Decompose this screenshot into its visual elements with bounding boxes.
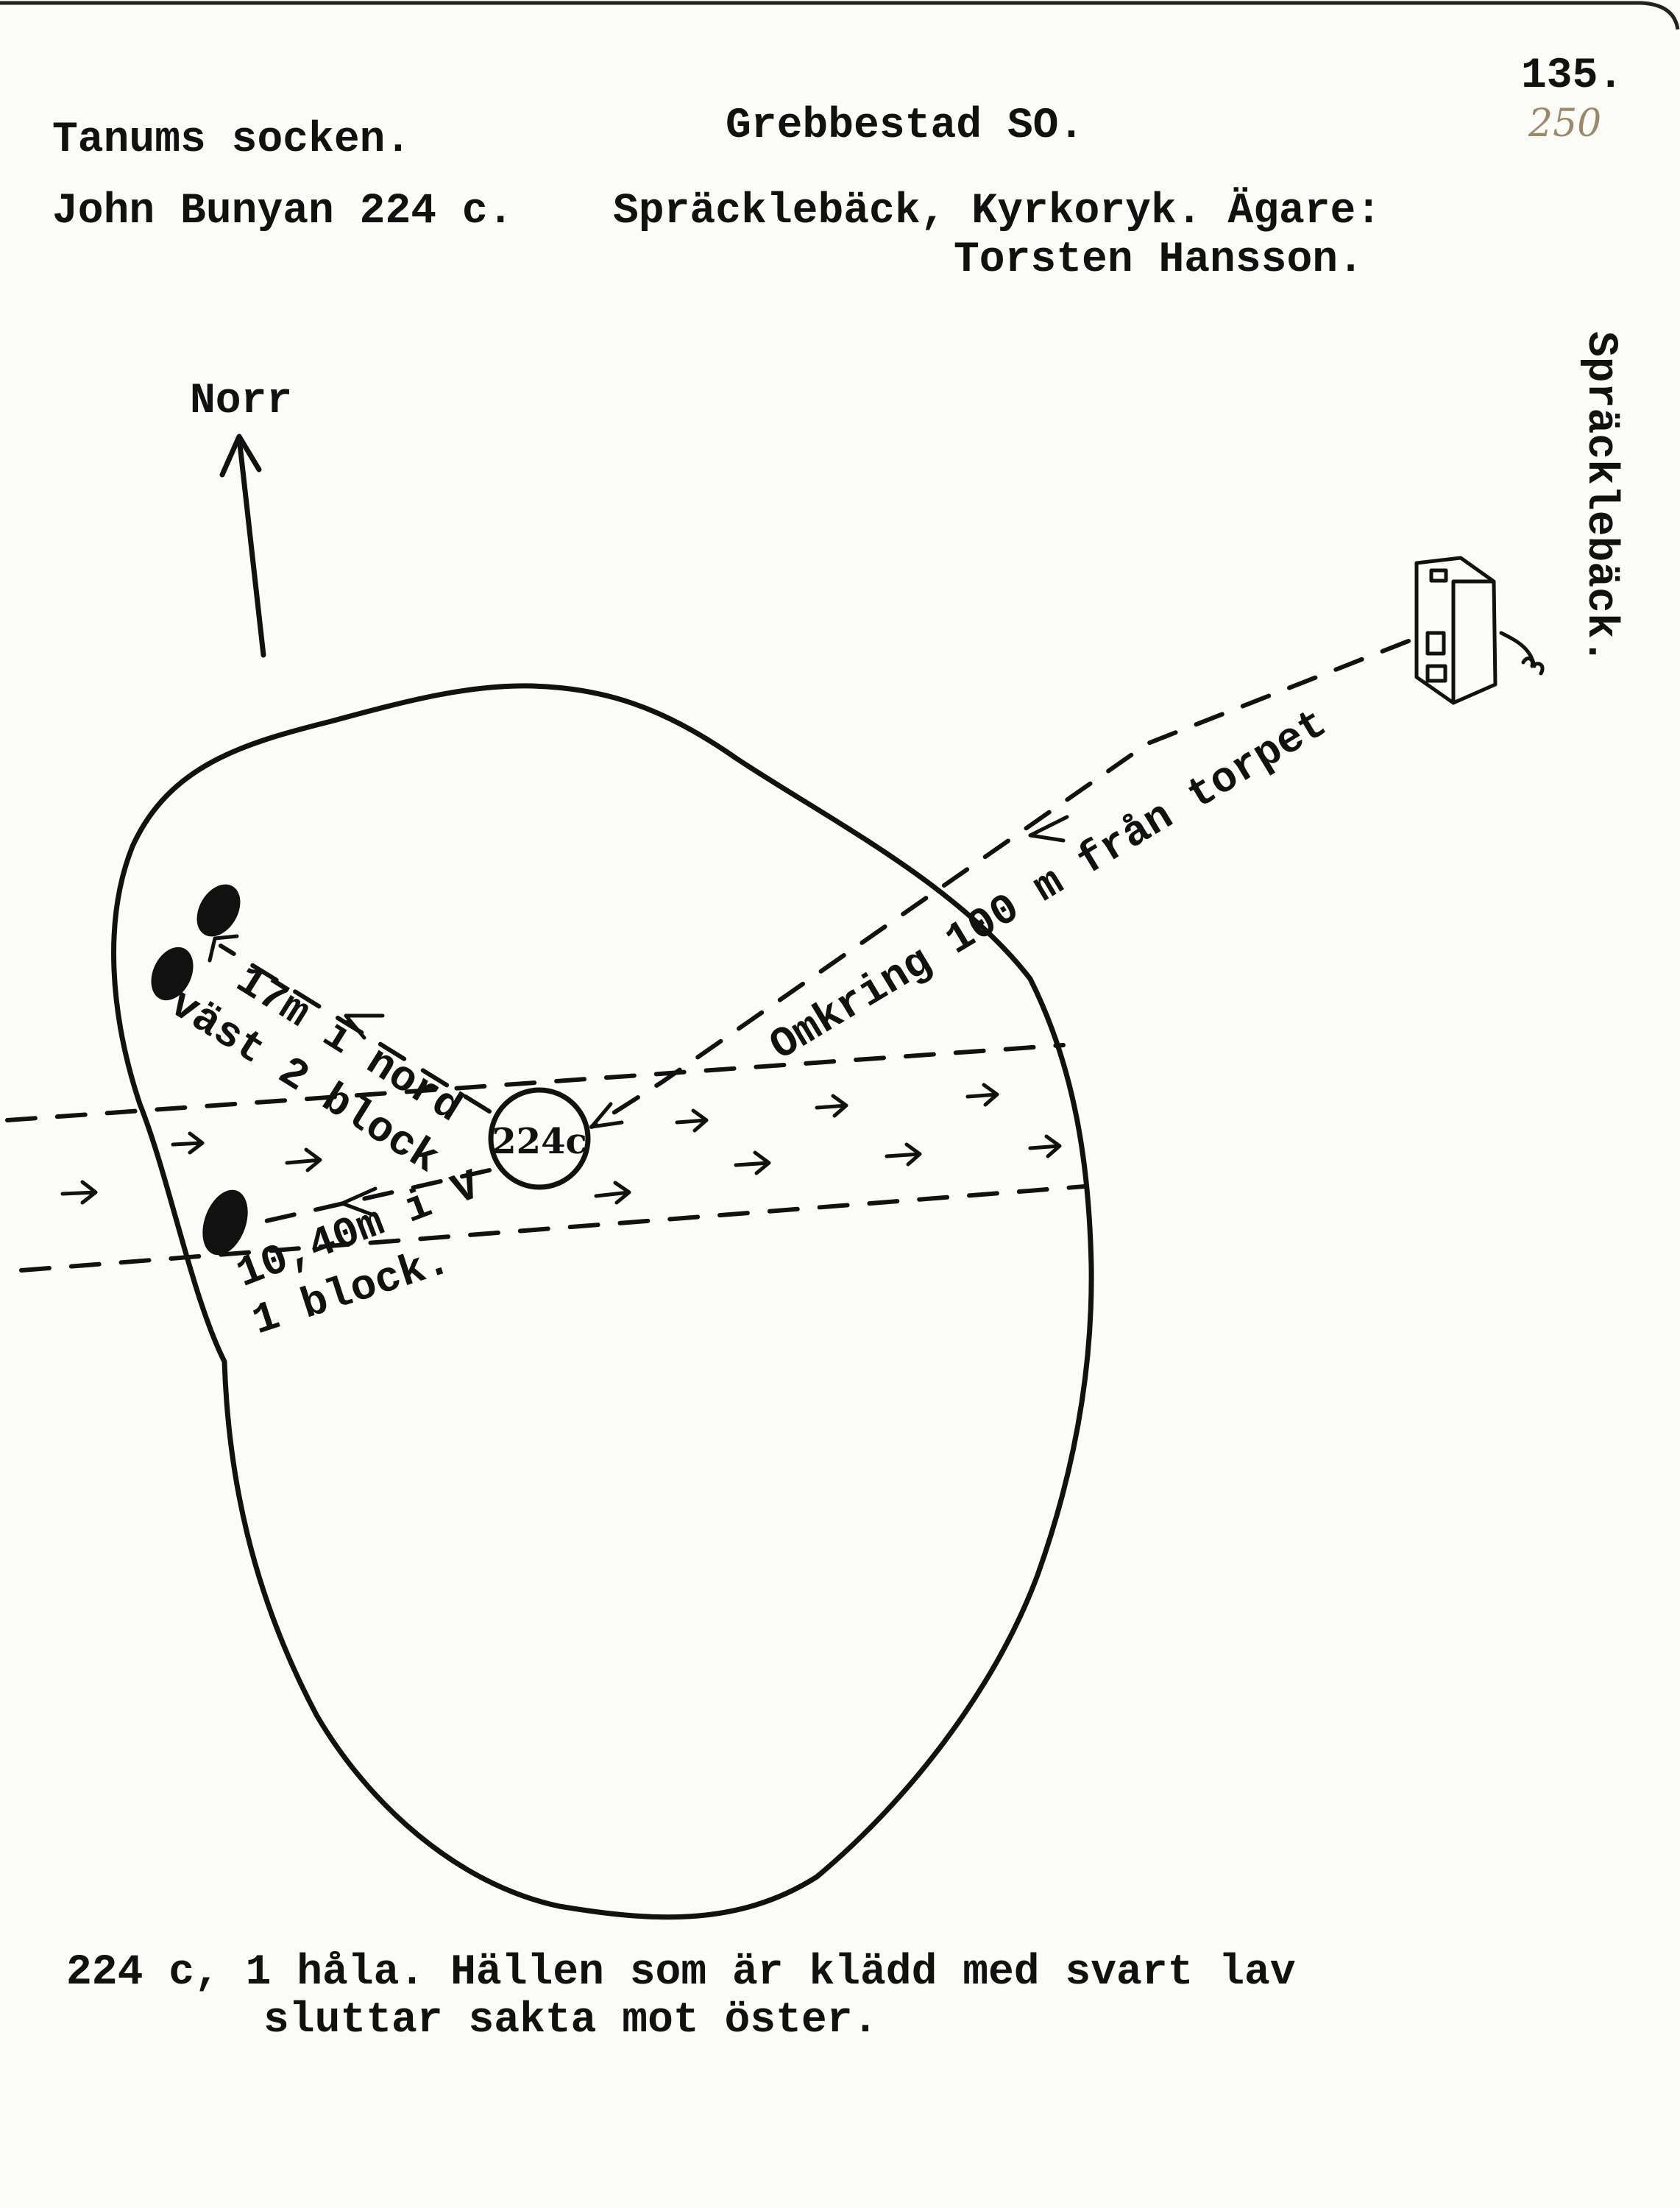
card-edge bbox=[0, 1, 1680, 30]
north-arrow-icon bbox=[219, 434, 266, 658]
outcrop-outline bbox=[111, 683, 1094, 1920]
archive-number: 250 bbox=[1528, 102, 1601, 146]
boulder-southwest bbox=[202, 1189, 248, 1256]
boulder-west bbox=[151, 946, 194, 1001]
torp-measure-line bbox=[589, 639, 1411, 1129]
west-measure-line bbox=[244, 1168, 492, 1228]
description-line-1: 224 c, 1 håla. Hällen som är klädd med s… bbox=[66, 1949, 1296, 1997]
north-label: Norr bbox=[190, 378, 292, 425]
boulder-north bbox=[196, 884, 241, 937]
description-line-2: sluttar sakta mot öster. bbox=[263, 1997, 878, 2045]
site-circle-label: 224c bbox=[492, 1121, 586, 1162]
north-mid-arrow-icon bbox=[344, 1013, 385, 1040]
house-icon bbox=[1414, 556, 1545, 705]
site-id: John Bunyan 224 c. bbox=[52, 188, 514, 236]
torp-arrowhead-icon bbox=[589, 1102, 624, 1129]
map-sheet: Grebbestad SO. bbox=[726, 102, 1084, 150]
parish: Tanums socken. bbox=[52, 116, 411, 164]
torp-mid-arrow-icon bbox=[1028, 815, 1069, 843]
flow-arrows bbox=[60, 1083, 1062, 1205]
west-mid-arrow-icon bbox=[340, 1186, 378, 1217]
band-lower-line bbox=[19, 1184, 1087, 1273]
page-number: 135. bbox=[1521, 52, 1623, 100]
location: Spräcklebäck, Kyrkoryk. Ägare: bbox=[613, 188, 1381, 236]
owner: Torsten Hansson. bbox=[954, 236, 1364, 284]
side-label: Spräcklebäck. bbox=[1576, 331, 1624, 664]
site-circle: 224c bbox=[488, 1087, 591, 1190]
band-upper-line bbox=[5, 1043, 1066, 1122]
north-arrowhead-icon bbox=[208, 934, 239, 963]
